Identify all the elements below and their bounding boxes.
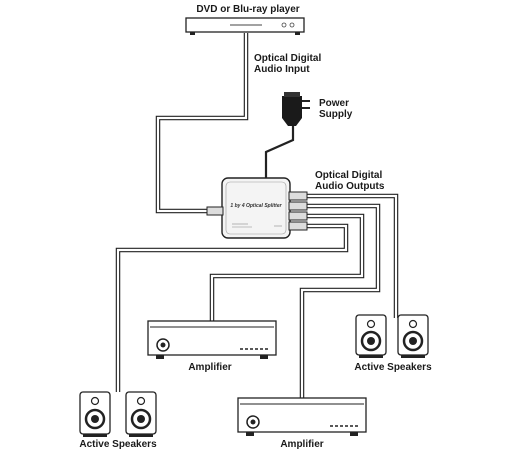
optical-outputs-label-line2: Audio Outputs: [315, 181, 385, 192]
optical-input-label-line2: Audio Input: [254, 64, 310, 75]
optical-cables: [115, 33, 399, 398]
speaker-left-2: [125, 391, 157, 437]
speaker-left-1: [79, 391, 111, 437]
optical-outputs-label-line1: Optical Digital: [315, 170, 382, 181]
output-cable-center-amplifier: [209, 213, 365, 321]
amplifier-center: [147, 320, 277, 359]
power-supply-label-2: Supply: [319, 109, 353, 120]
active-speakers-left: [79, 391, 157, 437]
optical-splitter: 1 by 4 Optical Splitter: [206, 177, 308, 239]
speaker-right-1: [355, 314, 387, 358]
amplifier-bottom: [237, 397, 367, 436]
output-cable-right-speakers: [306, 193, 399, 318]
power-supply-adapter: [282, 92, 310, 126]
dvd-player-label: DVD or Blu-ray player: [196, 4, 299, 15]
power-supply-label-line2: Supply: [319, 109, 353, 120]
active-speakers-left-label: Active Speakers: [79, 439, 157, 450]
optical-outputs-label: Optical Digital: [315, 170, 382, 181]
active-speakers-right: [355, 314, 429, 358]
power-cable: [264, 124, 295, 178]
input-cable: [155, 33, 249, 214]
speaker-right-2: [397, 314, 429, 358]
amplifier-bottom-label: Amplifier: [280, 439, 323, 450]
optical-outputs-label-2: Audio Outputs: [315, 181, 385, 192]
active-speakers-right-label: Active Speakers: [354, 362, 432, 373]
splitter-name: 1 by 4 Optical Splitter: [230, 203, 282, 209]
optical-input-label: Optical Digital: [254, 53, 321, 64]
optical-input-label-2: Audio Input: [254, 64, 310, 75]
amplifier-center-label: Amplifier: [188, 362, 231, 373]
output-cable-bottom-amplifier: [299, 203, 381, 398]
power-supply-label: Power: [319, 98, 349, 109]
optical-input-label-line1: Optical Digital: [254, 53, 321, 64]
dvd-player: [185, 17, 305, 35]
power-supply-label-line1: Power: [319, 98, 349, 109]
output-cable-left-speakers: [115, 223, 349, 392]
